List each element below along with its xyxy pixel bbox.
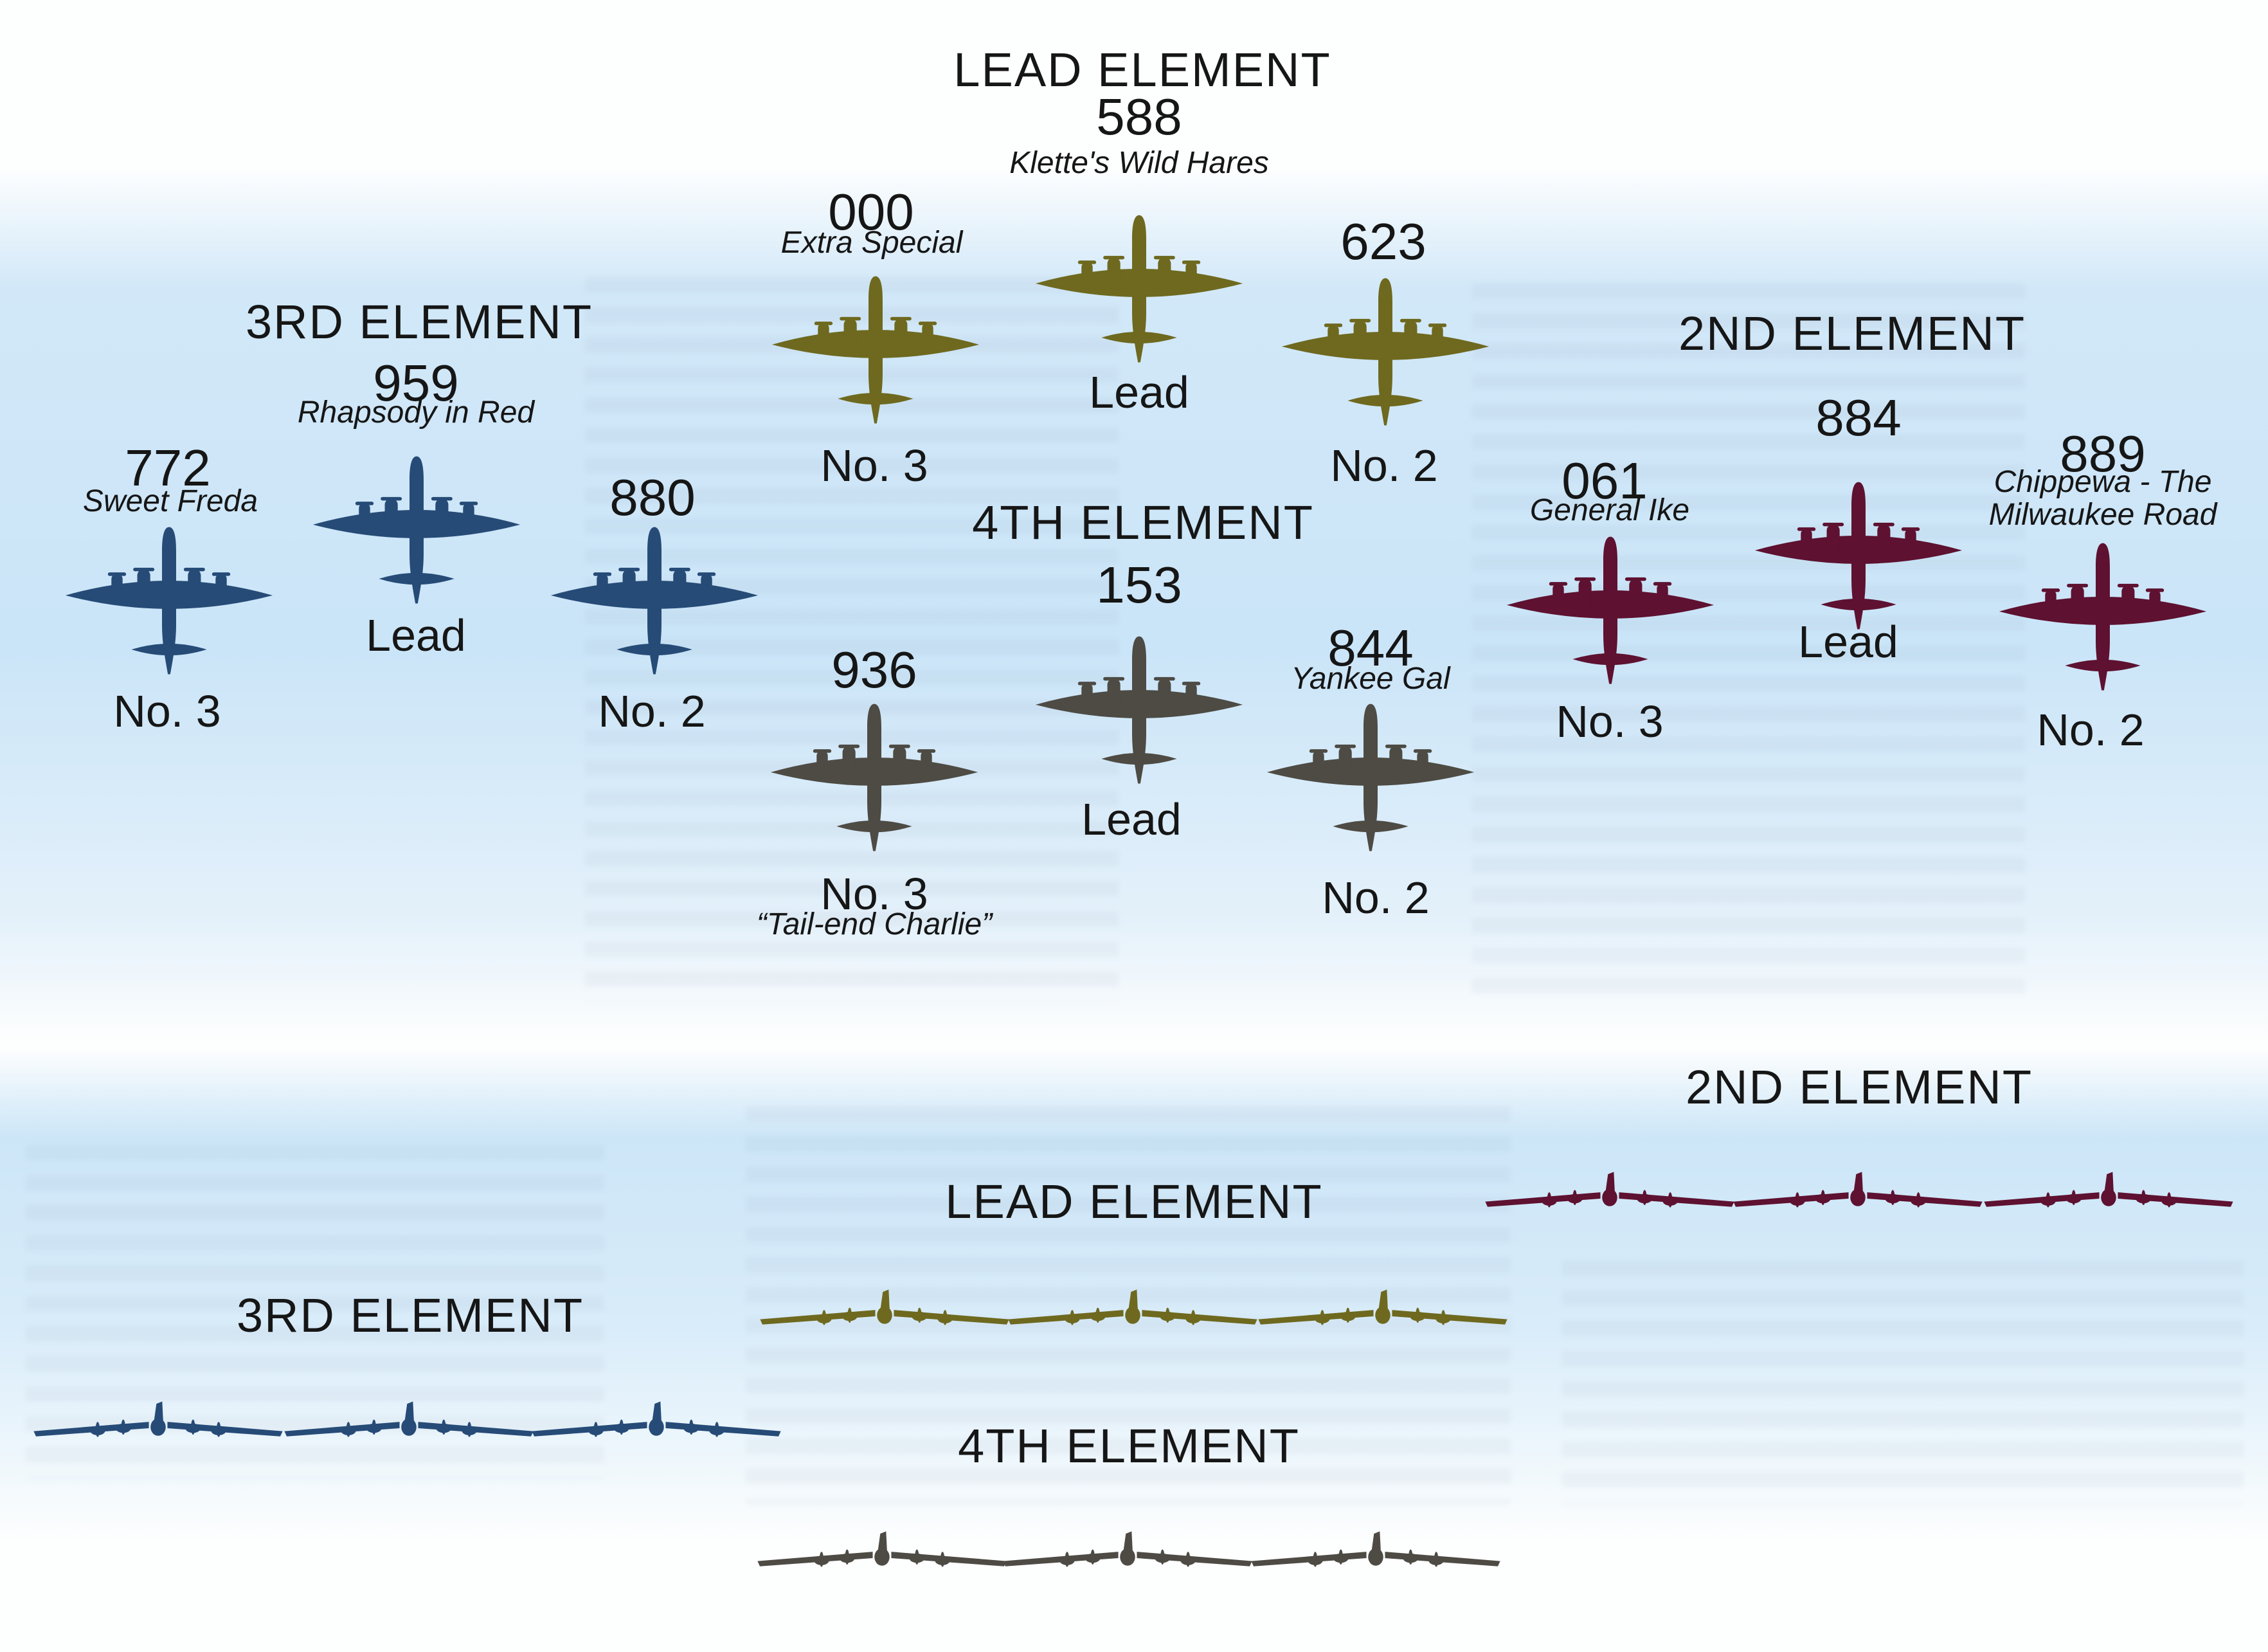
b17-topview-000-icon [770,274,982,427]
plane-588-nickname: Klette's Wild Hares [1009,146,1269,180]
b17-frontview-icon [30,1398,287,1447]
plane-588-position-label: Lead [1089,367,1189,417]
front-third-element-title: 3RD ELEMENT [236,1289,584,1342]
b17-topview-880-icon [548,525,760,678]
b17-frontview-icon [1254,1286,1511,1335]
b17-topview-588-icon [1033,213,1245,366]
plane-772-nickname: Sweet Freda [82,484,258,518]
plane-623-position-label: No. 2 [1330,440,1438,491]
b17-topview-772-icon [63,525,275,678]
second-element-title: 2ND ELEMENT [1678,307,2026,360]
b17-topview-889-icon [1997,541,2209,694]
b17-topview-623-icon [1279,276,1491,429]
b17-frontview-icon [528,1398,785,1447]
plane-772-number: 772 [125,439,211,496]
plane-000-number: 000 [828,183,914,241]
b17-topview-959-icon [310,454,523,607]
plane-959-number: 959 [373,354,459,412]
plane-936-nickname: “Tail-end Charlie” [756,907,993,941]
b17-topview-936-icon [768,702,980,855]
b17-frontview-icon [1004,1286,1261,1335]
plane-844-position-label: No. 2 [1322,873,1430,923]
plane-153-number: 153 [1096,556,1182,613]
b17-frontview-icon [1481,1168,1738,1217]
b17-frontview-icon [1729,1168,1986,1217]
plane-880-position-label: No. 2 [598,686,706,736]
plane-061-number: 061 [1562,452,1648,509]
plane-884-position-label: Lead [1798,617,1898,667]
plane-153-position-label: Lead [1081,794,1182,844]
fourth-element-title: 4TH ELEMENT [972,496,1314,549]
front-lead-element-title: LEAD ELEMENT [945,1175,1323,1228]
page-bleed-through [1562,1260,2244,1505]
b17-frontview-icon [1980,1168,2237,1217]
b17-topview-884-icon [1752,480,1965,633]
front-second-element-title: 2ND ELEMENT [1685,1060,2033,1114]
front-fourth-element-title: 4TH ELEMENT [958,1419,1300,1473]
b17-frontview-icon [280,1398,537,1447]
b17-topview-844-icon [1264,702,1477,855]
plane-959-nickname: Rhapsody in Red [297,395,535,430]
plane-959-position-label: Lead [366,610,466,660]
b17-frontview-icon [999,1528,1256,1577]
b17-topview-061-icon [1504,534,1716,687]
plane-844-number: 844 [1328,619,1414,676]
lead-element-title: LEAD ELEMENT [953,43,1331,96]
plane-936-position-label: No. 3 [820,869,928,919]
plane-936-number: 936 [831,641,917,698]
plane-889-nickname: Chippewa - The Milwaukee Road [1988,465,2217,532]
plane-880-number: 880 [609,469,696,526]
plane-884-number: 884 [1815,389,1902,446]
plane-889-position-label: No. 2 [2037,705,2145,755]
b17-frontview-icon [753,1528,1011,1577]
plane-061-nickname: General Ike [1529,493,1690,527]
plane-844-nickname: Yankee Gal [1291,662,1450,696]
b17-frontview-icon [756,1286,1013,1335]
plane-623-number: 623 [1340,213,1426,270]
b17-topview-153-icon [1033,634,1245,787]
b17-frontview-icon [1247,1528,1504,1577]
plane-772-position-label: No. 3 [113,686,221,736]
third-element-title: 3RD ELEMENT [245,295,593,349]
plane-000-nickname: Extra Special [780,226,963,260]
plane-588-number: 588 [1096,88,1182,145]
plane-061-position-label: No. 3 [1556,696,1664,747]
plane-889-number: 889 [2060,425,2146,482]
plane-000-position-label: No. 3 [820,440,928,491]
